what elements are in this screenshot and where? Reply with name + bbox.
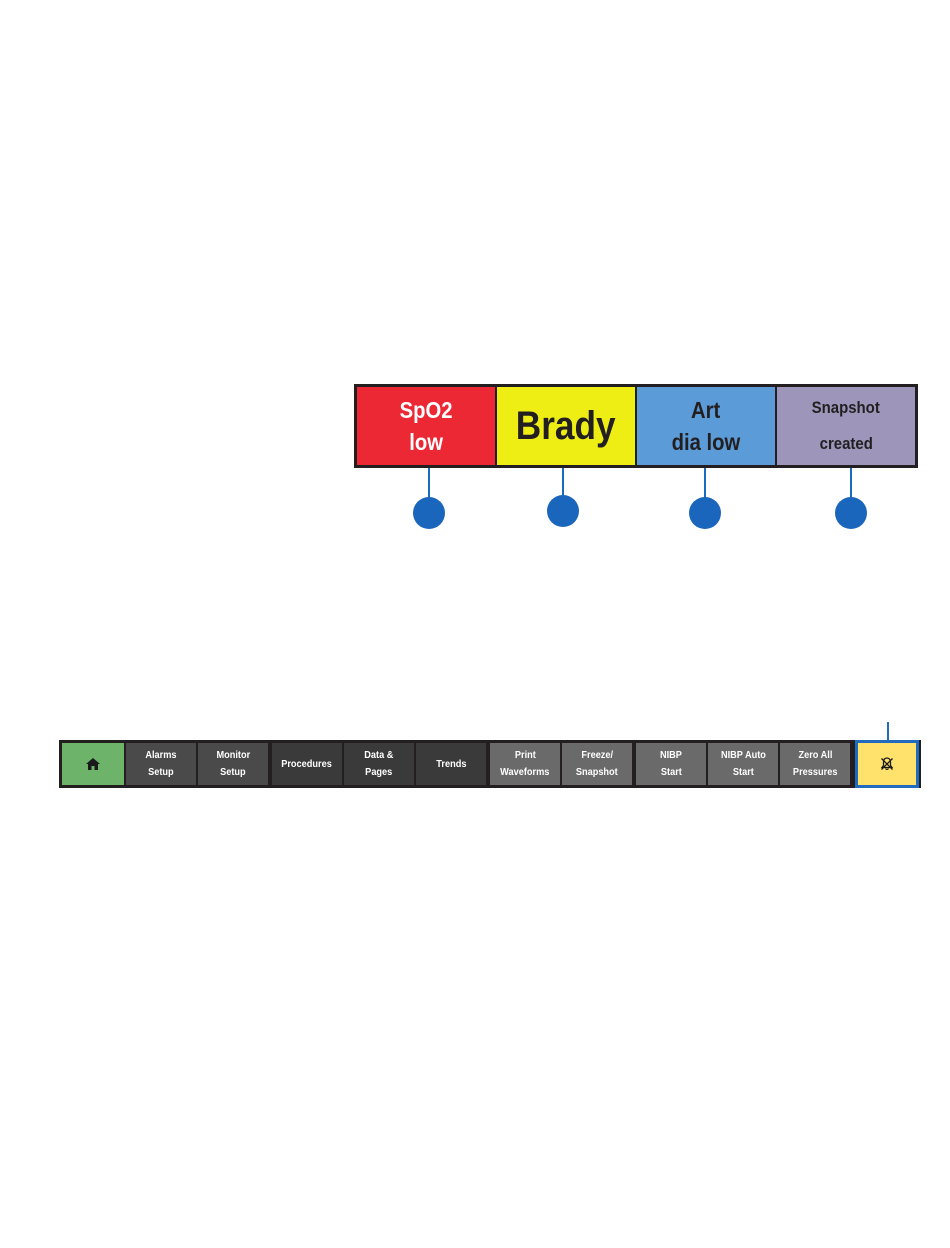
button-label: Data & bbox=[364, 747, 393, 764]
button-label: Snapshot bbox=[576, 764, 618, 781]
trends-button[interactable]: Trends bbox=[416, 743, 486, 785]
button-label: Zero All bbox=[798, 747, 832, 764]
button-label: Freeze/ bbox=[581, 747, 613, 764]
alarm-line2: low bbox=[409, 426, 443, 458]
button-label: Monitor bbox=[216, 747, 250, 764]
alarm-message-bar: SpO2 low Brady Art dia low Snapshot crea… bbox=[354, 384, 918, 468]
monitor-setup-button[interactable]: Monitor Setup bbox=[198, 743, 268, 785]
alarm-line2: dia low bbox=[672, 426, 741, 458]
button-label: Setup bbox=[148, 764, 174, 781]
callout-marker-2 bbox=[547, 495, 579, 527]
smart-keys-toolbar: Alarms Setup Monitor Setup Procedures Da… bbox=[59, 740, 921, 788]
alarm-line1: Brady bbox=[516, 398, 616, 454]
callout-line-4 bbox=[850, 468, 852, 498]
callout-line-silence bbox=[887, 722, 889, 742]
nibp-start-button[interactable]: NIBP Start bbox=[636, 743, 706, 785]
alarm-silence-icon bbox=[879, 756, 895, 772]
data-pages-button[interactable]: Data & Pages bbox=[344, 743, 414, 785]
callout-marker-4 bbox=[835, 497, 867, 529]
alarm-line2: created bbox=[819, 426, 872, 462]
button-label: Start bbox=[661, 764, 682, 781]
button-label: Alarms bbox=[145, 747, 176, 764]
nibp-auto-start-button[interactable]: NIBP Auto Start bbox=[708, 743, 778, 785]
print-waveforms-button[interactable]: Print Waveforms bbox=[490, 743, 560, 785]
zero-all-pressures-button[interactable]: Zero All Pressures bbox=[780, 743, 850, 785]
callout-line-3 bbox=[704, 468, 706, 498]
button-label: Start bbox=[733, 764, 754, 781]
callout-line-2 bbox=[562, 468, 564, 496]
alarm-silence-button[interactable] bbox=[858, 743, 916, 785]
alarm-snapshot-created[interactable]: Snapshot created bbox=[777, 387, 915, 465]
callout-marker-3 bbox=[689, 497, 721, 529]
procedures-button[interactable]: Procedures bbox=[272, 743, 342, 785]
button-label: Waveforms bbox=[500, 764, 549, 781]
button-label: NIBP bbox=[660, 747, 682, 764]
button-label: Setup bbox=[220, 764, 246, 781]
alarm-line1: Art bbox=[691, 394, 720, 426]
alarm-brady[interactable]: Brady bbox=[497, 387, 637, 465]
alarm-line1: Snapshot bbox=[812, 390, 880, 426]
button-label: Pages bbox=[365, 764, 392, 781]
callout-line-1 bbox=[428, 468, 430, 498]
button-label: Pressures bbox=[793, 764, 838, 781]
alarm-spo2-low[interactable]: SpO2 low bbox=[357, 387, 497, 465]
button-label: Trends bbox=[436, 756, 466, 773]
alarm-art-dia-low[interactable]: Art dia low bbox=[637, 387, 777, 465]
freeze-snapshot-button[interactable]: Freeze/ Snapshot bbox=[562, 743, 632, 785]
home-button[interactable] bbox=[62, 743, 124, 785]
home-icon bbox=[85, 757, 101, 771]
button-label: Procedures bbox=[282, 756, 333, 773]
alarm-line1: SpO2 bbox=[400, 394, 453, 426]
callout-marker-1 bbox=[413, 497, 445, 529]
button-label: NIBP Auto bbox=[721, 747, 766, 764]
alarms-setup-button[interactable]: Alarms Setup bbox=[126, 743, 196, 785]
button-label: Print bbox=[515, 747, 536, 764]
